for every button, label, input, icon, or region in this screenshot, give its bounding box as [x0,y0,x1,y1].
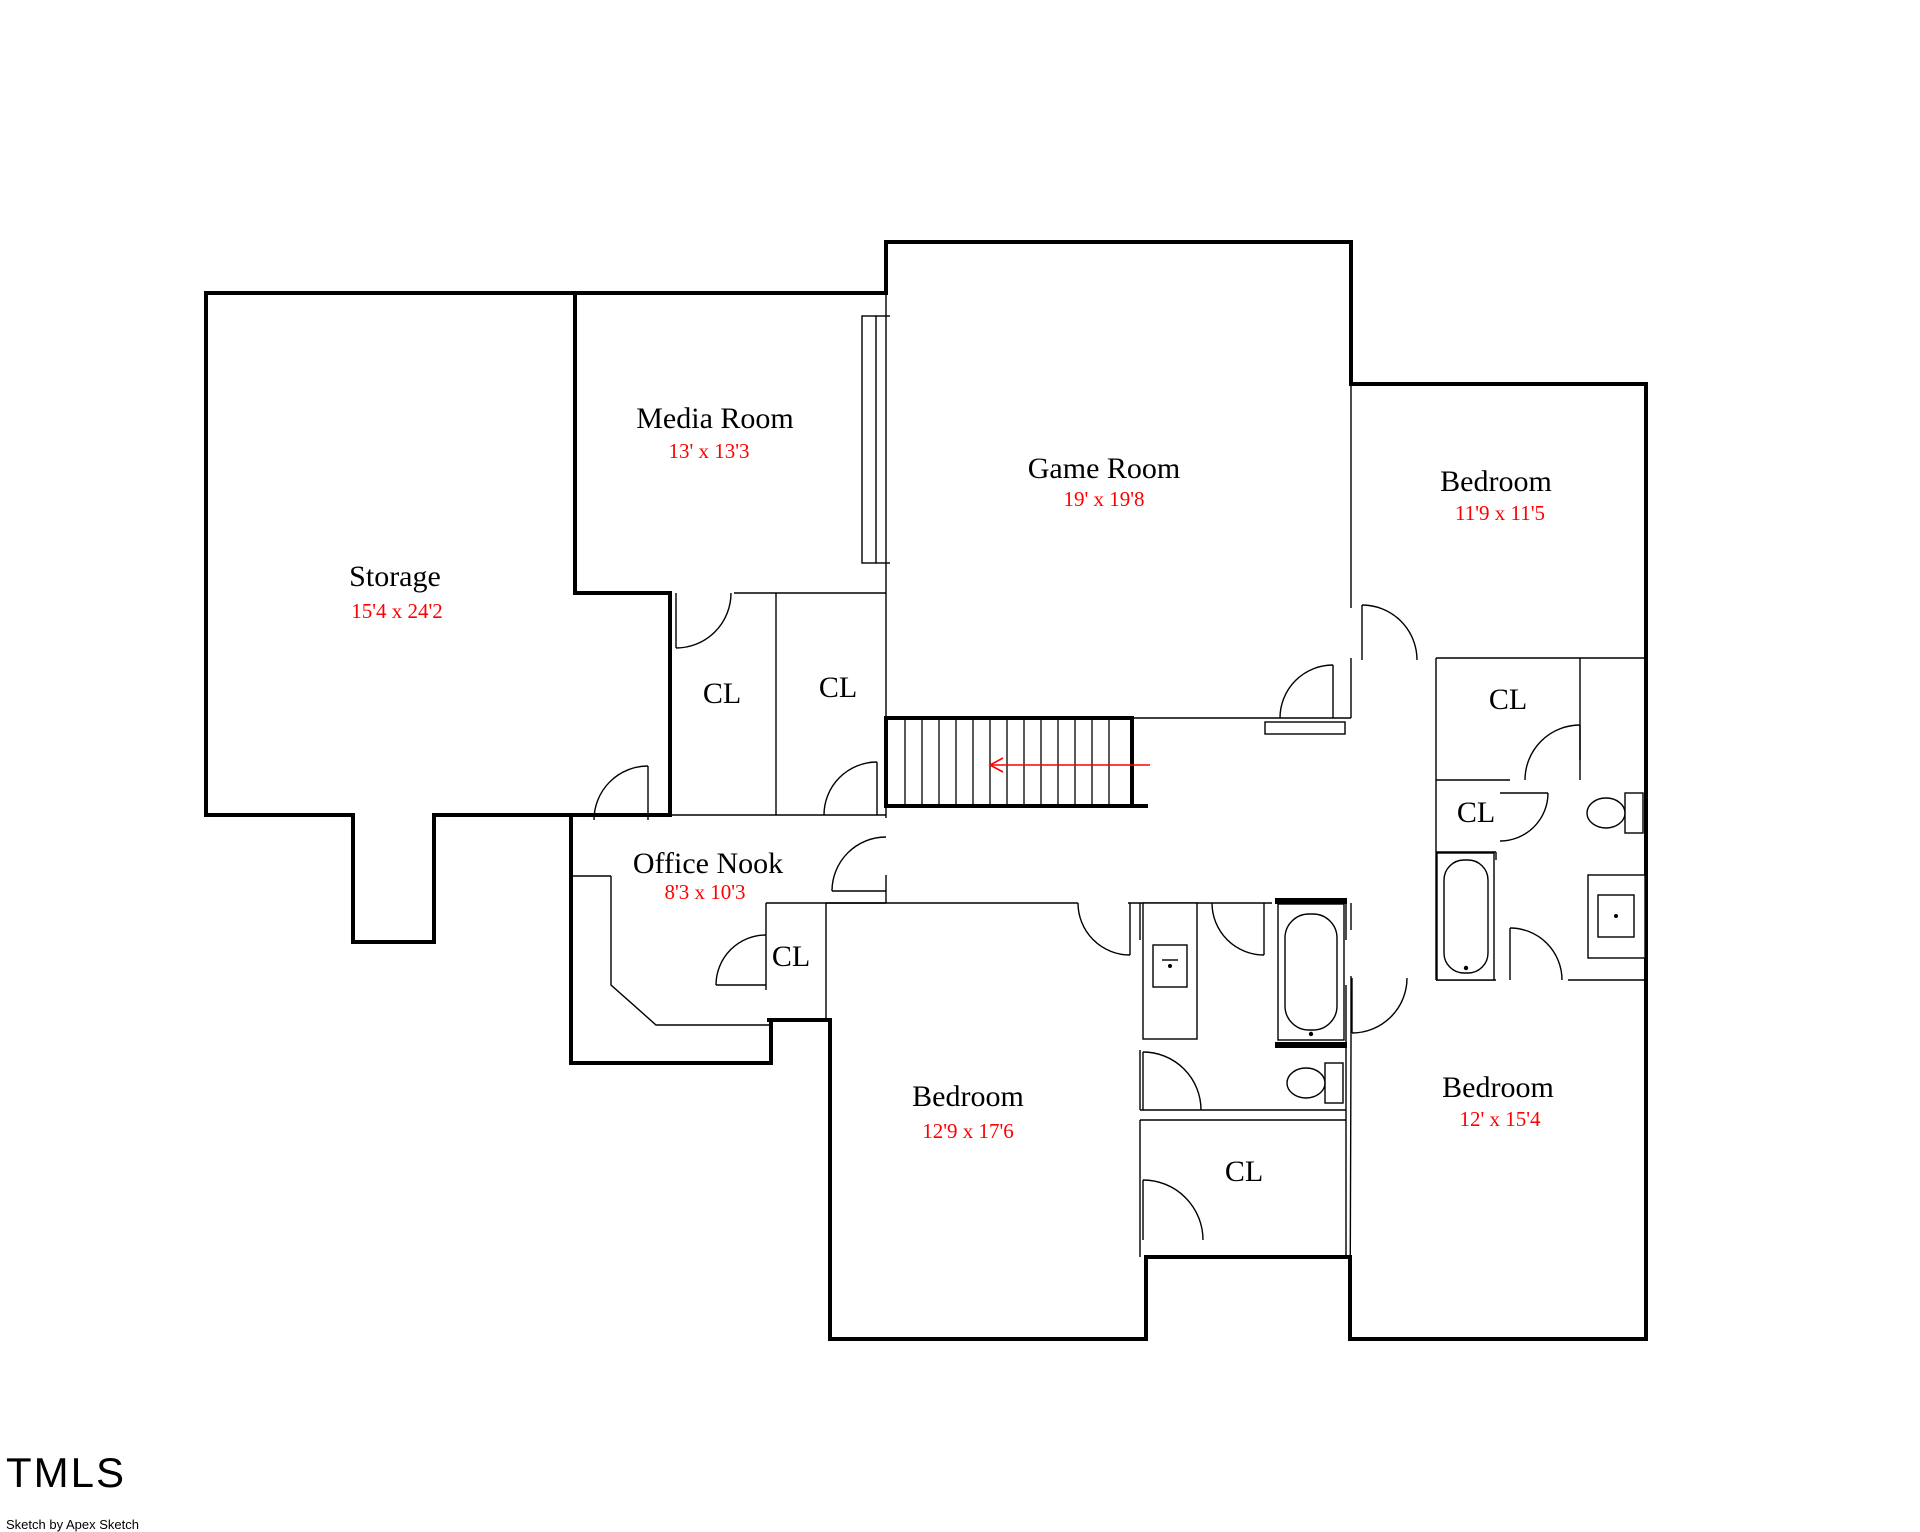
storage-name: Storage [349,560,441,593]
closet-label: CL [1457,796,1495,829]
bedroom-ne-name: Bedroom [1440,465,1552,498]
closet-label: CL [1489,683,1527,716]
bedroom-se-name: Bedroom [1442,1071,1554,1104]
media-room-name: Media Room [636,402,794,435]
bedroom-se-dims: 12' x 15'4 [1459,1107,1541,1131]
storage-dims: 15'4 x 24'2 [351,599,443,623]
office-nook-dims: 8'3 x 10'3 [664,880,745,904]
bedroom-s-dims: 12'9 x 17'6 [922,1119,1014,1143]
closet-label: CL [819,671,857,704]
mls-logo: TMLS [6,1449,127,1496]
exterior-walls [204,240,1648,1341]
media-room-dims: 13' x 13'3 [668,439,749,463]
closet-label: CL [772,940,810,973]
room-labels: Storage 15'4 x 24'2 Media Room 13' x 13'… [349,402,1554,1188]
bedroom-s-name: Bedroom [912,1080,1024,1113]
game-room-name: Game Room [1028,452,1180,485]
game-room-dims: 19' x 19'8 [1063,487,1144,511]
office-nook-name: Office Nook [633,847,783,880]
bedroom-ne-dims: 11'9 x 11'5 [1455,501,1545,525]
doors [593,592,1581,1241]
closet-label: CL [703,677,741,710]
bath-fixtures [1142,792,1646,1104]
staircase [884,716,1150,808]
closet-label: CL [1225,1155,1263,1188]
sketch-credit: Sketch by Apex Sketch [6,1517,139,1532]
